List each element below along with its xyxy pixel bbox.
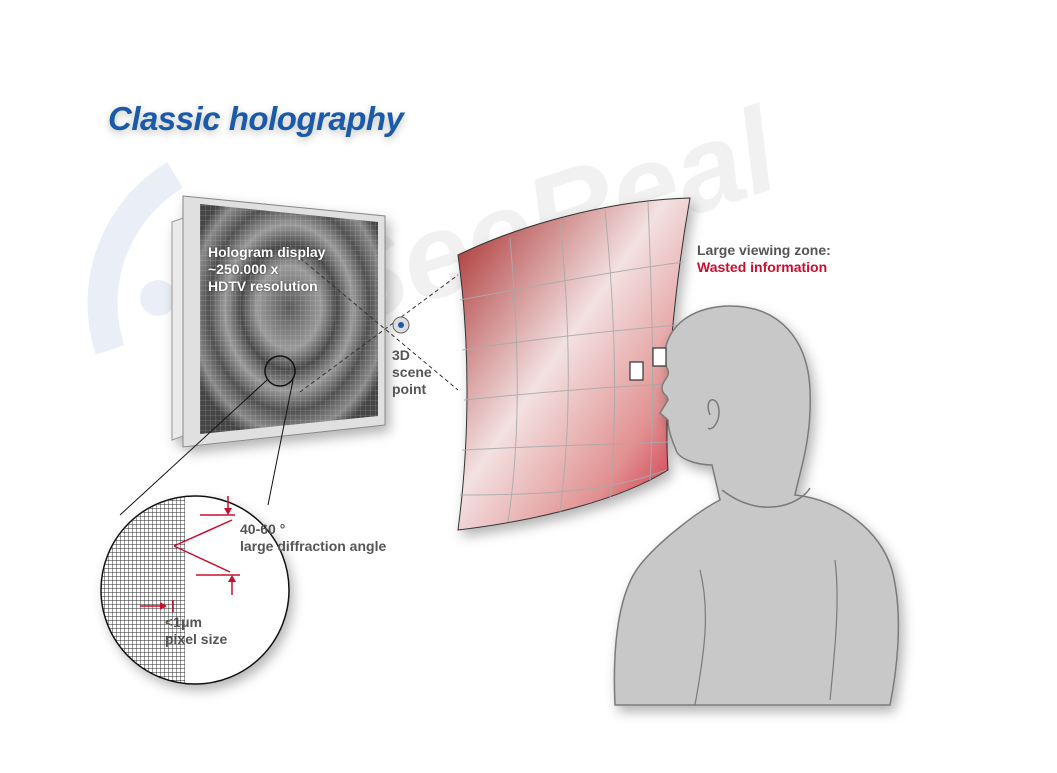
light-rays xyxy=(299,257,459,393)
scene-point-marker xyxy=(392,316,410,334)
hologram-display-label: Hologram display ~250.000 x HDTV resolut… xyxy=(208,244,325,295)
viewing-zone-surface xyxy=(457,197,691,531)
scene-point-line1: 3D xyxy=(392,347,410,363)
hologram-display-line2: ~250.000 x xyxy=(208,261,279,277)
diffraction-angle-label: 40-60 ° large diffraction angle xyxy=(240,521,386,555)
eye-windows xyxy=(629,347,667,381)
pixel-line2: pixel size xyxy=(165,631,228,647)
viewing-zone-line2: Wasted information xyxy=(697,259,828,275)
hologram-display-line1: Hologram display xyxy=(208,244,326,260)
diffraction-line2: large diffraction angle xyxy=(240,538,387,554)
viewing-zone-label: Large viewing zone: Wasted information xyxy=(697,242,831,276)
diffraction-line1: 40-60 ° xyxy=(240,521,286,537)
diagram-title: Classic holography xyxy=(108,100,404,137)
hologram-display-line3: HDTV resolution xyxy=(208,278,318,294)
scene-point-line2: scene xyxy=(392,364,432,380)
hologram-display xyxy=(171,195,386,448)
viewer-figure xyxy=(613,305,900,706)
pixel-size-label: <1μm pixel size xyxy=(165,614,227,648)
viewing-zone-line1: Large viewing zone: xyxy=(697,242,831,258)
scene-point-label: 3D scene point xyxy=(392,347,432,398)
scene-point-line3: point xyxy=(392,381,427,397)
pixel-line1: <1μm xyxy=(165,614,202,630)
